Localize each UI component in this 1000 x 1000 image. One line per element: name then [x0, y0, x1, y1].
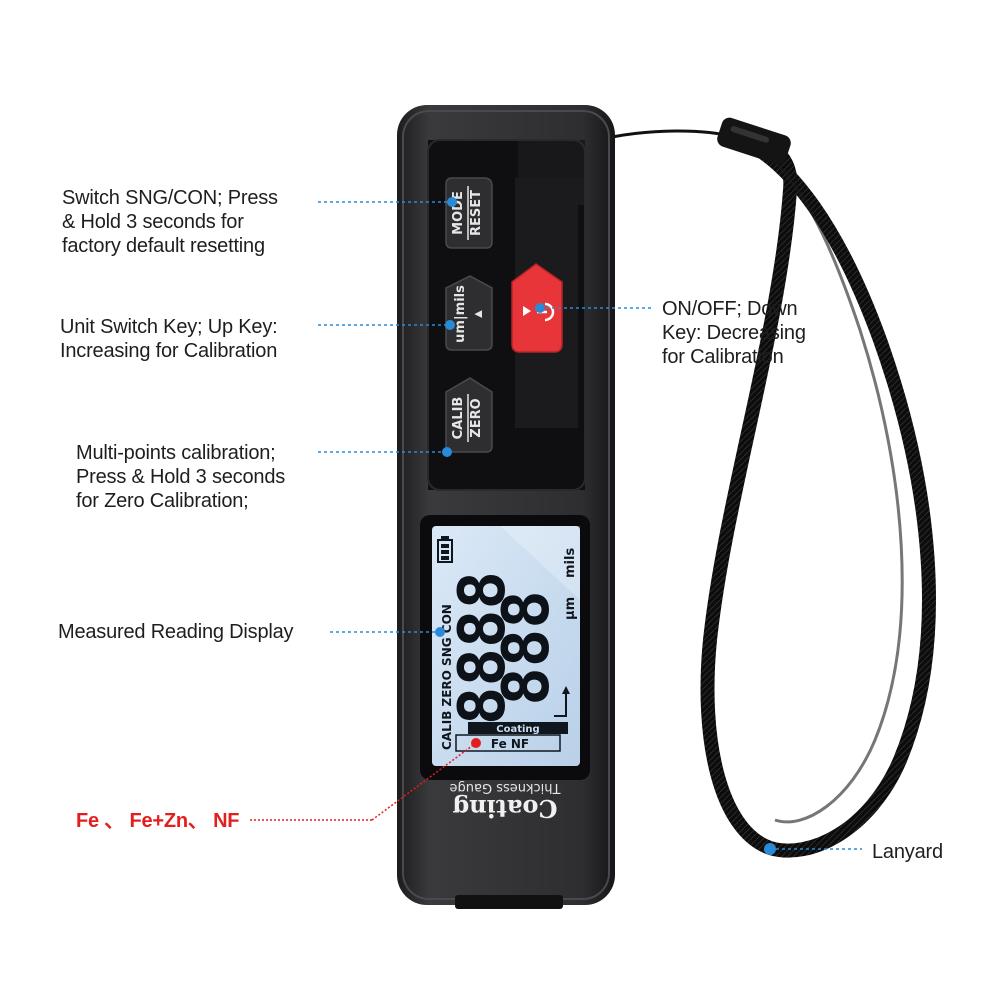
unit-switch-key[interactable]: um|mils ▲	[445, 275, 493, 351]
display-callout: Measured Reading Display	[58, 620, 294, 644]
lanyard	[611, 117, 936, 858]
lcd-reading-bottom: 888	[490, 590, 564, 706]
lcd-coating-banner	[468, 722, 568, 734]
display-callout-line: Measured Reading Display	[58, 621, 294, 643]
mode-callout: Switch SNG/CON; Press & Hold 3 seconds f…	[62, 186, 278, 258]
calib-key-marker	[442, 447, 452, 457]
material-marker	[471, 738, 481, 748]
lcd-coating-label: Coating	[496, 724, 539, 735]
reset-key-label: RESET	[469, 190, 484, 236]
mode-key-marker	[447, 197, 457, 207]
zero-key-label: ZERO	[469, 398, 484, 437]
unit-key-marker	[445, 320, 455, 330]
lcd-mode-labels: CALIB ZERO SNG CON	[440, 604, 454, 750]
brand-title: Coating	[452, 794, 557, 823]
lcd-unit-um: μm	[563, 597, 578, 620]
unit-key-label: um|mils	[453, 285, 468, 343]
battery-icon	[437, 536, 453, 563]
power-callout-line: for Calibration	[662, 346, 784, 368]
lcd-reading-top: 8888	[446, 571, 520, 725]
mode-reset-key[interactable]: MODE RESET	[445, 177, 493, 249]
lcd-material-label: Fe NF	[491, 737, 529, 751]
gauge-device: MODE RESET um|mils ▲ CALIB ZERO	[397, 105, 615, 909]
material-callout-text: Fe 、 Fe+Zn、 NF	[76, 810, 240, 832]
lcd-unit-mils: mils	[563, 548, 578, 578]
up-arrow-icon: ▲	[470, 308, 485, 321]
power-callout-line: ON/OFF; Down	[662, 298, 798, 320]
lcd-display: CALIB ZERO SNG CON 8888 888 μm mils Coat…	[420, 515, 590, 780]
calib-callout: Multi-points calibration; Press & Hold 3…	[76, 441, 285, 513]
calibration-arrow-icon	[554, 690, 567, 717]
power-callout: ON/OFF; Down Key: Decreasing for Calibra…	[662, 297, 806, 369]
brand-print: Thickness Gauge Coating	[450, 780, 562, 823]
leader-lines	[250, 197, 862, 855]
unit-callout-line: Unit Switch Key; Up Key:	[60, 316, 278, 338]
brand-subtitle: Thickness Gauge	[450, 780, 562, 795]
calib-key-label: CALIB	[451, 397, 466, 440]
display-marker	[435, 627, 445, 637]
calib-callout-line: Press & Hold 3 seconds	[76, 466, 286, 488]
power-key-marker	[535, 303, 545, 313]
lanyard-clip	[717, 117, 791, 165]
unit-callout: Unit Switch Key; Up Key: Increasing for …	[60, 315, 278, 363]
lanyard-callout: Lanyard	[872, 840, 943, 864]
calib-callout-line: Multi-points calibration;	[76, 442, 276, 464]
lanyard-callout-text: Lanyard	[872, 841, 943, 863]
mode-callout-line: & Hold 3 seconds for	[62, 211, 244, 233]
unit-callout-line: Increasing for Calibration	[60, 340, 278, 362]
down-arrow-icon	[523, 306, 531, 316]
mode-callout-line: factory default resetting	[62, 235, 265, 257]
material-callout: Fe 、 Fe+Zn、 NF	[76, 809, 240, 833]
mode-callout-line: Switch SNG/CON; Press	[62, 187, 278, 209]
lanyard-marker	[764, 843, 776, 855]
calib-callout-line: for Zero Calibration;	[76, 490, 249, 512]
power-callout-line: Key: Decreasing	[662, 322, 806, 344]
calib-zero-key[interactable]: CALIB ZERO	[445, 377, 493, 453]
